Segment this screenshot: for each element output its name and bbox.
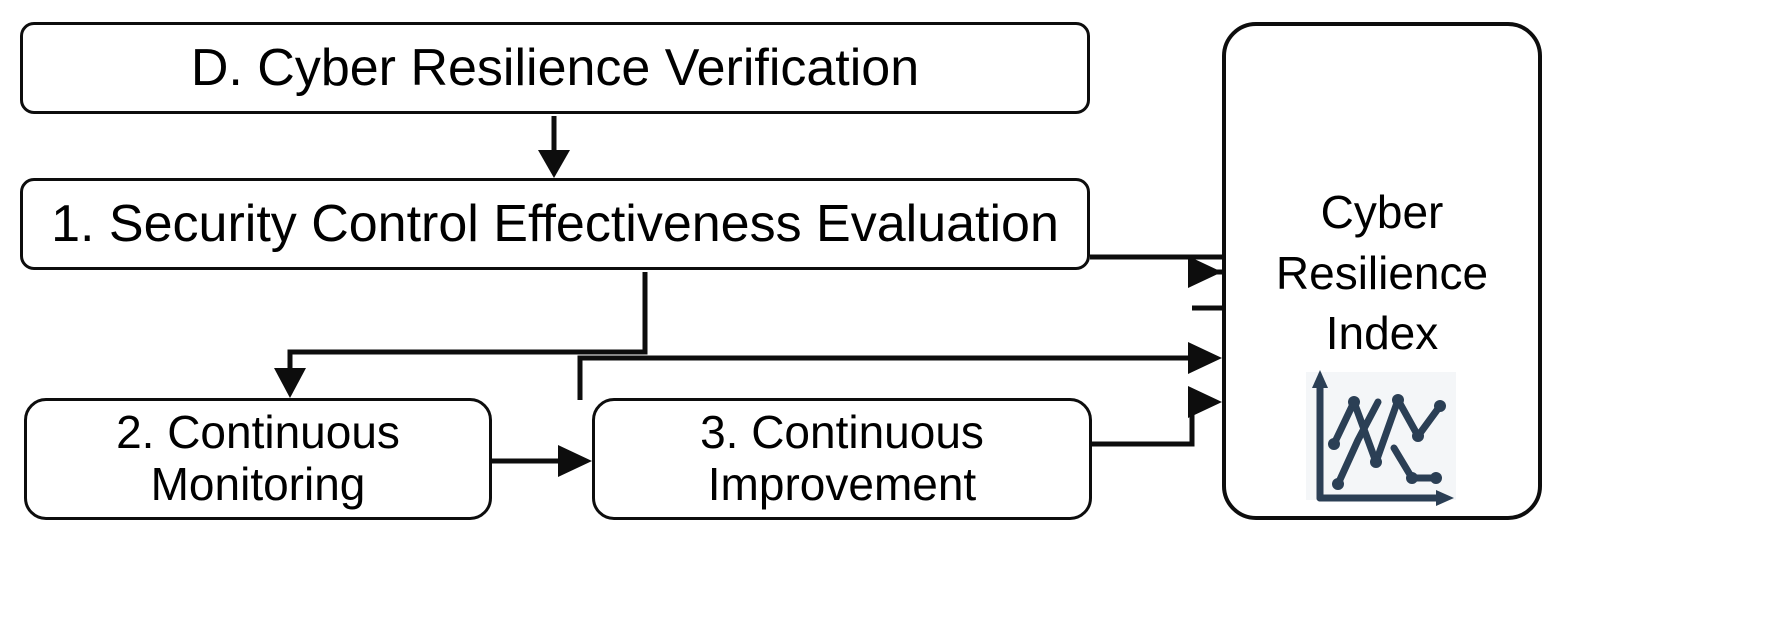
- node-step-3[interactable]: 3. Continuous Improvement: [592, 398, 1092, 520]
- node-step-2[interactable]: 2. Continuous Monitoring: [24, 398, 492, 520]
- node-step-2-label: 2. Continuous Monitoring: [116, 406, 400, 510]
- edge-phase-to-step1: [538, 116, 570, 178]
- node-cyber-resilience-index-label: Cyber Resilience Index: [1275, 186, 1489, 360]
- node-phase-d[interactable]: D. Cyber Resilience Verification: [20, 22, 1090, 114]
- edge-step1-to-step2: [274, 272, 648, 398]
- edge-step2-to-step3: [492, 445, 592, 477]
- node-step-1-label: 1. Security Control Effectiveness Evalua…: [51, 194, 1059, 253]
- node-step-3-label: 3. Continuous Improvement: [700, 406, 984, 510]
- node-cyber-resilience-index[interactable]: Cyber Resilience Index: [1222, 22, 1542, 520]
- edge-step3-to-index: [1092, 386, 1222, 447]
- node-phase-d-label: D. Cyber Resilience Verification: [190, 38, 920, 97]
- line-chart-icon: [1306, 370, 1456, 506]
- edge-step2-to-index: [577, 342, 1222, 400]
- node-step-1[interactable]: 1. Security Control Effectiveness Evalua…: [20, 178, 1090, 270]
